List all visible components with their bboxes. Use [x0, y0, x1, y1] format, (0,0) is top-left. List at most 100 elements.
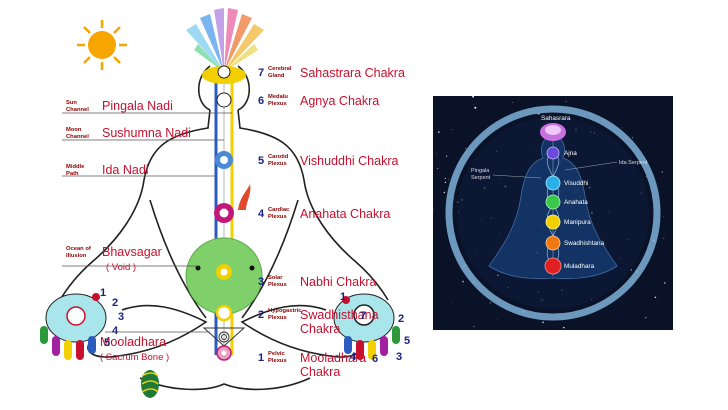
star — [511, 102, 513, 103]
anahata-chakra — [545, 194, 561, 210]
cosmic-ring — [445, 105, 661, 321]
sacrum-triangle — [202, 327, 246, 347]
left-hand-numbers: 1 2 3 4 5 — [100, 287, 124, 349]
star — [473, 104, 474, 106]
chakra-name: Chakra — [300, 322, 340, 336]
plexus-label: Plexus — [268, 161, 287, 167]
left-hand-number: 3 — [118, 311, 124, 323]
chakra-name: Mooladhara — [300, 351, 366, 365]
swadhishtana-label: Swadhishtana — [564, 240, 605, 247]
star — [661, 171, 663, 173]
kundalini-pot — [141, 370, 159, 398]
chakra-number: 7 — [258, 67, 264, 79]
crown-petals — [186, 8, 264, 72]
cosmic-chakra-image: Sahasrara Ajna Visuddhi Anahata Manipura… — [433, 96, 673, 330]
chakra-name: Agnya Chakra — [300, 94, 379, 108]
star — [462, 280, 464, 283]
sahasrara-crown-icon — [540, 123, 566, 141]
channel-leader-lines — [62, 112, 232, 333]
channel-small-label: Middle — [66, 164, 85, 170]
plexus-label: Gland — [268, 73, 285, 79]
left-hand-number: 4 — [112, 325, 119, 337]
left-hand-number: 2 — [112, 297, 118, 309]
plexus-label: Medalu — [268, 94, 288, 100]
right-hand-number: 4 — [350, 351, 357, 363]
star — [663, 281, 666, 284]
channel-name: Sushumna Nadi — [102, 126, 191, 140]
channel-name: Bhavsagar — [102, 245, 162, 259]
chakra-number: 5 — [258, 155, 264, 167]
star — [565, 101, 567, 103]
plexus-label: Carotid — [268, 154, 289, 160]
star — [436, 167, 439, 170]
right-hand-number: 3 — [396, 351, 402, 363]
right-hand-numbers: 1 2 3 4 5 6 7 — [340, 291, 410, 365]
star — [581, 118, 583, 120]
star — [622, 127, 624, 129]
star — [631, 137, 633, 139]
plexus-label: Cerebral — [268, 66, 292, 72]
swadhishtana-chakra — [545, 235, 561, 251]
chakra-number: 3 — [258, 276, 264, 288]
left-hand-number: 5 — [104, 337, 110, 349]
star — [663, 238, 665, 240]
chakra-5-vishuddhi — [215, 151, 233, 169]
muladhara-label: Muladhara — [564, 263, 595, 270]
ajna-chakra — [546, 146, 560, 160]
plexus-label: Plexus — [268, 282, 287, 288]
star — [496, 319, 498, 321]
star — [630, 269, 632, 271]
palm-center-number: 7 — [360, 310, 366, 322]
chakra-7-sahastrara — [202, 65, 246, 84]
chakra-2-swadhisthana — [215, 304, 233, 322]
visuddhi-chakra — [545, 175, 561, 191]
plexus-label: Cardiac — [268, 207, 290, 213]
muladhara-chakra — [544, 257, 562, 275]
plexus-label: Solar — [268, 275, 283, 281]
channel-small-label: Channel — [66, 107, 89, 113]
chakra-name: Swadhisthana — [300, 308, 379, 322]
right-hand-number: 2 — [398, 313, 404, 325]
right-hand-number: 6 — [372, 353, 378, 365]
pingala-label-line2: Serpent — [471, 175, 491, 181]
star — [654, 296, 657, 299]
channel-small-label: Ocean of — [66, 246, 91, 252]
plexus-label: Hypogastric — [268, 308, 302, 314]
moon-icon — [338, 28, 367, 56]
plexus-label: Plexus — [268, 101, 287, 107]
star — [435, 153, 437, 154]
manipura-label: Manipura — [564, 219, 591, 226]
pingala-label-line1: Pingala — [471, 168, 490, 174]
left-hand — [40, 293, 107, 360]
chakra-number: 2 — [258, 309, 264, 321]
plexus-label: Plexus — [268, 315, 287, 321]
sahasrara-label: Sahasrara — [541, 115, 571, 122]
channel-name: ( Sacrum Bone ) — [100, 352, 169, 363]
star — [464, 147, 467, 150]
chakra-number: 1 — [258, 352, 264, 364]
meditating-body — [59, 65, 389, 391]
anahata-label: Anahata — [564, 199, 588, 206]
left-hand-number: 1 — [100, 287, 106, 299]
visuddhi-label: Visuddhi — [564, 180, 588, 187]
star — [445, 155, 448, 157]
chakra-name: Vishuddhi Chakra — [300, 154, 398, 168]
chakra-number: 6 — [258, 95, 264, 107]
chakra-6-agnya — [216, 92, 232, 108]
right-hand-number: 5 — [404, 335, 410, 347]
channel-name: Ida Nadi — [102, 163, 149, 177]
plexus-label: Plexus — [268, 214, 287, 220]
channel-small-label: Illusion — [66, 253, 87, 259]
channel-small-label: Channel — [66, 134, 89, 140]
right-hand-number: 1 — [340, 291, 346, 303]
star — [542, 321, 544, 324]
channel-name: Mooladhara — [100, 335, 166, 349]
star — [645, 317, 647, 319]
manipura-chakra — [545, 214, 561, 230]
channel-name: Pingala Nadi — [102, 99, 173, 113]
chakra-number: 4 — [258, 208, 265, 220]
star — [645, 176, 647, 178]
star — [489, 302, 491, 304]
star — [447, 178, 449, 180]
chakra-3-nabhi — [216, 264, 232, 280]
